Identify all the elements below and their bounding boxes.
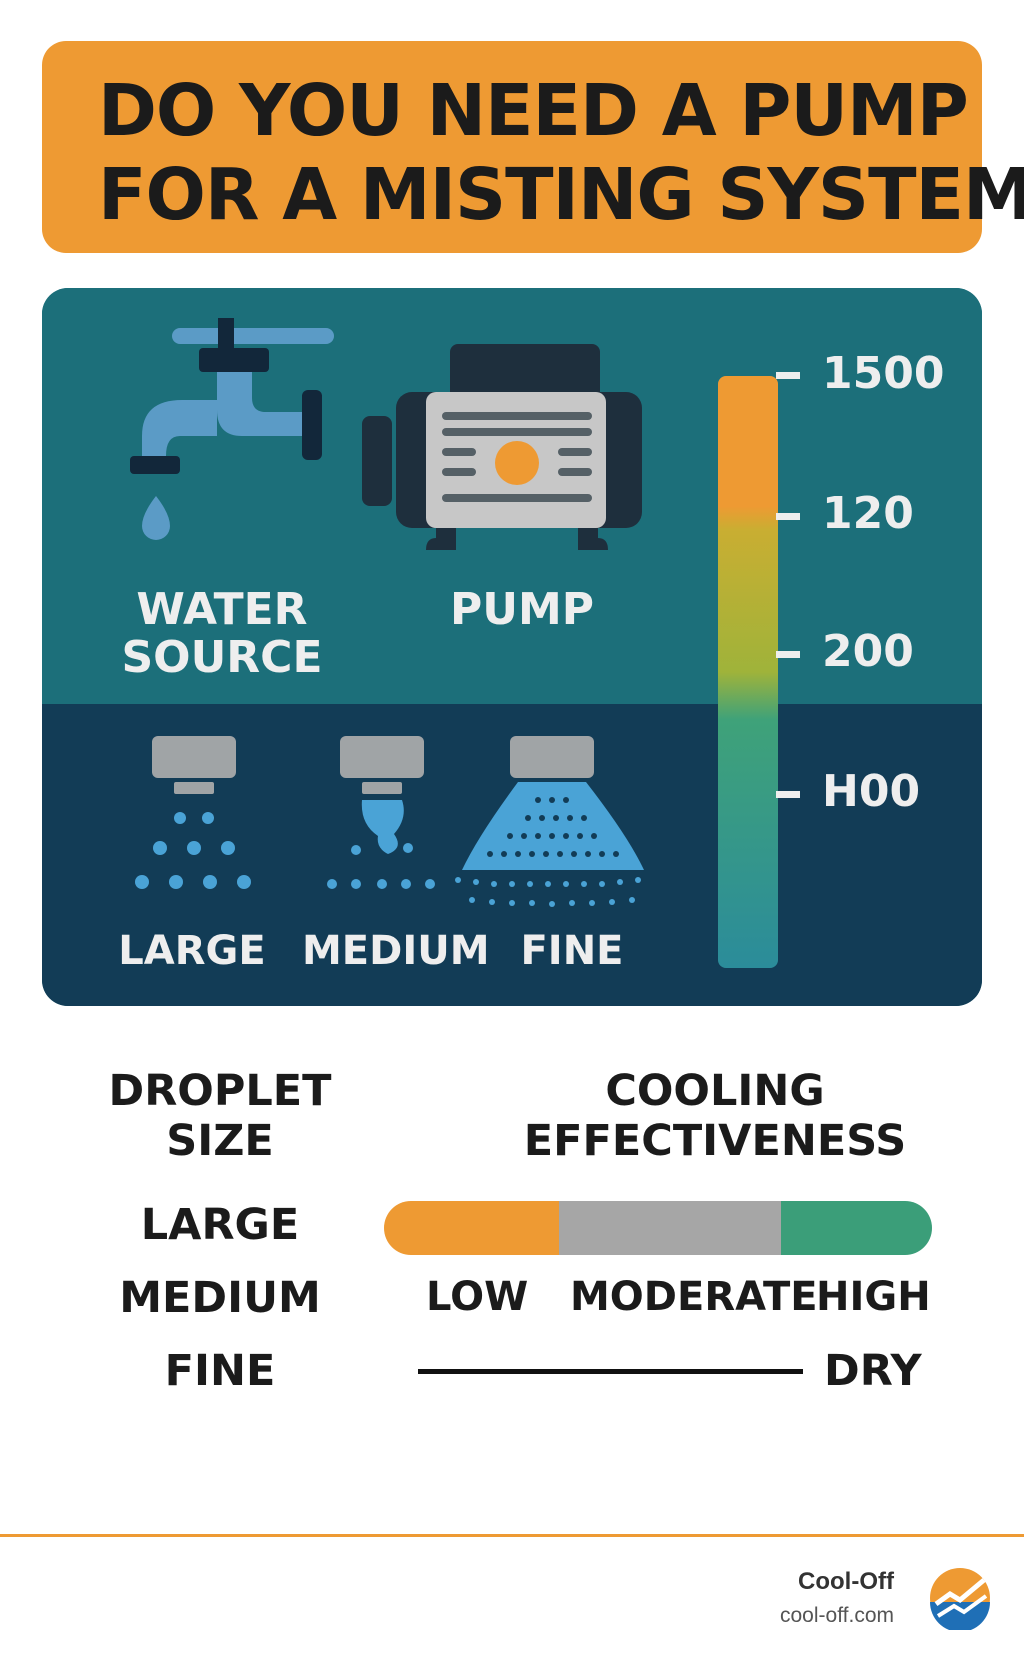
brand-name: Cool-Off xyxy=(798,1568,894,1595)
effectiveness-high-label: HIGH xyxy=(816,1274,931,1320)
droplet-size-heading: DROPLET SIZE xyxy=(108,1066,332,1166)
medium-nozzle-icon xyxy=(327,736,435,889)
cool-off-logo-icon xyxy=(930,1568,990,1630)
gauge-tick-label: 1500 xyxy=(822,348,945,399)
effectiveness-low-segment xyxy=(384,1201,559,1255)
dry-divider-line xyxy=(418,1369,803,1374)
cooling-effectiveness-heading: COOLING EFFECTIVENESS xyxy=(523,1066,907,1166)
size-row-large: LARGE xyxy=(140,1200,300,1250)
brand-url[interactable]: cool-off.com xyxy=(780,1604,894,1627)
gauge-tick-label: 120 xyxy=(822,488,914,539)
pump-label: PUMP xyxy=(449,584,594,635)
effectiveness-high-segment xyxy=(781,1201,932,1255)
pump-icon xyxy=(362,344,642,550)
effectiveness-low-label: LOW xyxy=(426,1274,529,1320)
size-row-medium: MEDIUM xyxy=(119,1273,321,1323)
size-row-fine: FINE xyxy=(164,1346,276,1396)
dry-label: DRY xyxy=(824,1346,922,1396)
nozzle-large-label: LARGE xyxy=(118,928,266,974)
effectiveness-moderate-segment xyxy=(559,1201,781,1255)
title-line-1: DO YOU NEED A PUMP xyxy=(98,69,969,152)
title-line-2: FOR A MISTING SYSTEM? xyxy=(98,153,1024,236)
large-nozzle-icon xyxy=(135,736,251,889)
title-banner: DO YOU NEED A PUMP FOR A MISTING SYSTEM? xyxy=(42,41,1024,253)
faucet-icon xyxy=(130,318,334,540)
nozzle-fine-label: FINE xyxy=(520,928,624,974)
gauge-tick-label: 200 xyxy=(822,626,914,677)
effectiveness-moderate-label: MODERATE xyxy=(570,1274,818,1320)
effectiveness-bar xyxy=(384,1201,932,1255)
brand-block: Cool-Off cool-off.com xyxy=(780,1568,894,1628)
water-source-label: WATER SOURCE xyxy=(121,584,323,683)
fine-nozzle-icon xyxy=(455,736,644,907)
diagram-panel: WATER SOURCE PUMP LARGE MEDIUM FINE 1500… xyxy=(42,288,982,1006)
nozzle-medium-label: MEDIUM xyxy=(302,928,490,974)
pressure-gauge xyxy=(718,372,800,968)
gauge-tick-label: H00 xyxy=(822,766,921,817)
footer-divider xyxy=(0,1534,1024,1537)
